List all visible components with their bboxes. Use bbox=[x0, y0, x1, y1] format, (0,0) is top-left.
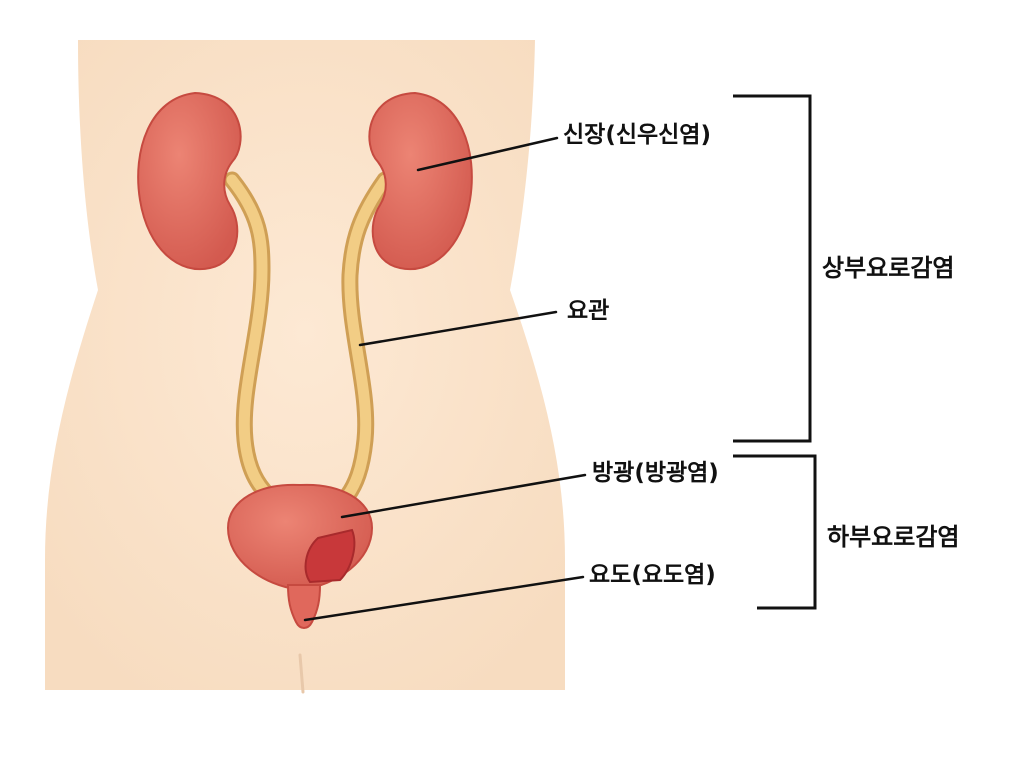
lower-uti-label: 하부요로감염 bbox=[827, 523, 960, 551]
upper-uti-label: 상부요로감염 bbox=[822, 254, 955, 282]
ureters bbox=[223, 171, 394, 504]
urethra-label: 요도(요도염) bbox=[589, 562, 716, 588]
bladder-trigone bbox=[304, 528, 356, 584]
urethra-leader-line bbox=[303, 575, 585, 622]
kidney-leader-line bbox=[416, 136, 559, 172]
bladder-label: 방광(방광염) bbox=[592, 460, 719, 486]
bladder-leader-line bbox=[340, 473, 587, 519]
ureter-label: 요관 bbox=[567, 298, 610, 324]
right-kidney bbox=[368, 91, 473, 271]
leg-gap bbox=[298, 653, 305, 694]
upper-tract-bracket bbox=[733, 94, 812, 443]
ureter-leader-line bbox=[358, 310, 558, 347]
kidney-label: 신장(신우신염) bbox=[563, 122, 711, 148]
lower-tract-bracket bbox=[733, 454, 817, 610]
urethra bbox=[286, 584, 322, 629]
left-kidney bbox=[137, 91, 242, 271]
